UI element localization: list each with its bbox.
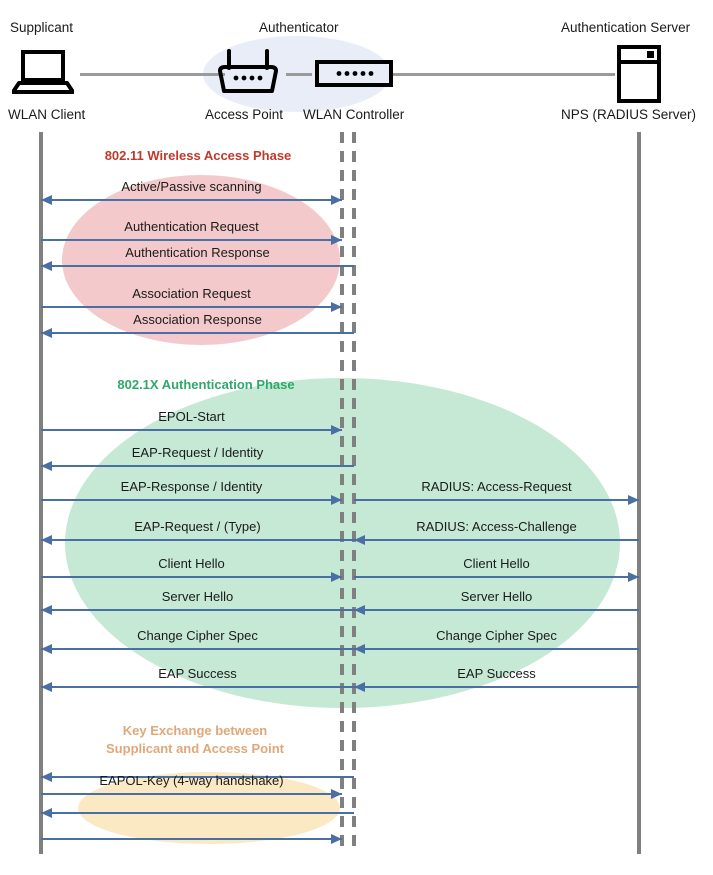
msg-left-14-line <box>41 793 342 795</box>
actor-device-access-point: Access Point <box>205 107 284 122</box>
actor-device-nps-radius-server: NPS (RADIUS Server) <box>561 107 697 122</box>
msg-left-10-line <box>41 609 354 611</box>
msg-left-14-arrowhead-right <box>331 789 342 799</box>
msg-right-3-line <box>354 609 639 611</box>
msg-left-7-label: EAP-Response / Identity <box>120 479 263 494</box>
msg-left-16-line <box>41 838 342 840</box>
actor-device-wlan-client: WLAN Client <box>8 107 86 122</box>
msg-left-1-label: Authentication Request <box>124 219 259 234</box>
msg-left-10-label: Server Hello <box>161 589 234 604</box>
msg-left-8-arrowhead-left <box>41 535 52 545</box>
msg-left-7-arrowhead-right <box>331 495 342 505</box>
actor-role-auth-server: Authentication Server <box>561 20 691 35</box>
msg-left-9-line <box>41 576 342 578</box>
msg-right-1-label: RADIUS: Access-Challenge <box>416 519 577 534</box>
actor-role-supplicant: Supplicant <box>10 20 74 35</box>
msg-left-2-arrowhead-left <box>41 261 52 271</box>
wire-ap-to-wlc <box>286 73 312 76</box>
actor-device-wlan-controller: WLAN Controller <box>303 107 405 122</box>
wireless-router-icon <box>218 49 278 93</box>
server-tower-icon <box>617 45 661 103</box>
msg-right-4-arrowhead-left <box>354 644 365 654</box>
msg-right-1-arrowhead-left <box>354 535 365 545</box>
msg-left-0-arrowhead-right <box>331 195 342 205</box>
msg-left-7-line <box>41 499 342 501</box>
msg-left-11-line <box>41 648 354 650</box>
msg-left-14-label: EAPOL-Key (4-way handshake) <box>99 773 284 788</box>
msg-right-3-label: Server Hello <box>460 589 533 604</box>
wire-client-to-ap <box>80 73 225 76</box>
msg-right-2-arrowhead-right <box>628 572 639 582</box>
msg-left-12-line <box>41 686 354 688</box>
msg-left-5-arrowhead-right <box>331 425 342 435</box>
lifeline-auth-server <box>637 132 641 854</box>
msg-right-1-line <box>354 539 639 541</box>
msg-left-12-label: EAP Success <box>158 666 237 681</box>
lifeline-wlan-controller <box>352 132 356 854</box>
msg-left-9-arrowhead-right <box>331 572 342 582</box>
msg-left-1-line <box>41 239 342 241</box>
msg-left-5-line <box>41 429 342 431</box>
msg-right-5-label: EAP Success <box>457 666 536 681</box>
phase-ellipse-wireless-access <box>62 175 340 345</box>
msg-left-2-label: Authentication Response <box>125 245 270 260</box>
msg-left-11-arrowhead-left <box>41 644 52 654</box>
phase-label-dot1x-auth: 802.1X Authentication Phase <box>117 377 295 392</box>
msg-left-0-label: Active/Passive scanning <box>121 179 262 194</box>
msg-left-15-arrowhead-left <box>41 808 52 818</box>
wlan-controller-icon <box>315 60 393 87</box>
lifeline-access-point <box>340 132 344 854</box>
msg-right-0-label: RADIUS: Access-Request <box>421 479 572 494</box>
msg-left-1-arrowhead-right <box>331 235 342 245</box>
msg-left-3-arrowhead-right <box>331 302 342 312</box>
msg-right-3-arrowhead-left <box>354 605 365 615</box>
msg-left-9-label: Client Hello <box>158 556 225 571</box>
phase-label-wireless-access: 802.11 Wireless Access Phase <box>104 148 292 163</box>
msg-left-5-label: EPOL-Start <box>158 409 225 424</box>
msg-left-4-line <box>41 332 354 334</box>
msg-left-12-arrowhead-left <box>41 682 52 692</box>
laptop-icon <box>12 50 74 94</box>
msg-left-6-line <box>41 465 354 467</box>
msg-left-16-arrowhead-right <box>331 834 342 844</box>
msg-left-13-arrowhead-left <box>41 772 52 782</box>
msg-left-3-label: Association Request <box>132 286 251 301</box>
msg-left-3-line <box>41 306 342 308</box>
msg-left-15-line <box>41 812 354 814</box>
msg-left-0-line <box>41 199 342 201</box>
actor-role-authenticator: Authenticator <box>259 20 339 35</box>
msg-left-8-line <box>41 539 354 541</box>
msg-left-8-label: EAP-Request / (Type) <box>134 519 261 534</box>
msg-left-10-arrowhead-left <box>41 605 52 615</box>
phase-label-key-exchange: Key Exchange between Supplicant and Acce… <box>106 723 284 756</box>
msg-right-0-line <box>354 499 639 501</box>
msg-left-6-label: EAP-Request / Identity <box>131 445 264 460</box>
wire-wlc-to-server <box>393 73 615 76</box>
msg-left-11-label: Change Cipher Spec <box>137 628 258 643</box>
msg-left-13-line <box>41 776 354 778</box>
lifeline-supplicant <box>39 132 43 854</box>
msg-left-4-arrowhead-left <box>41 328 52 338</box>
msg-left-0-arrowhead-left <box>41 195 52 205</box>
msg-left-2-line <box>41 265 354 267</box>
msg-left-6-arrowhead-left <box>41 461 52 471</box>
msg-right-2-label: Client Hello <box>463 556 530 571</box>
msg-left-4-label: Association Response <box>133 312 262 327</box>
msg-right-4-line <box>354 648 639 650</box>
msg-right-0-arrowhead-right <box>628 495 639 505</box>
msg-right-2-line <box>354 576 639 578</box>
msg-right-4-label: Change Cipher Spec <box>436 628 557 643</box>
msg-right-5-arrowhead-left <box>354 682 365 692</box>
phase-ellipse-key-exchange <box>78 772 340 844</box>
msg-right-5-line <box>354 686 639 688</box>
